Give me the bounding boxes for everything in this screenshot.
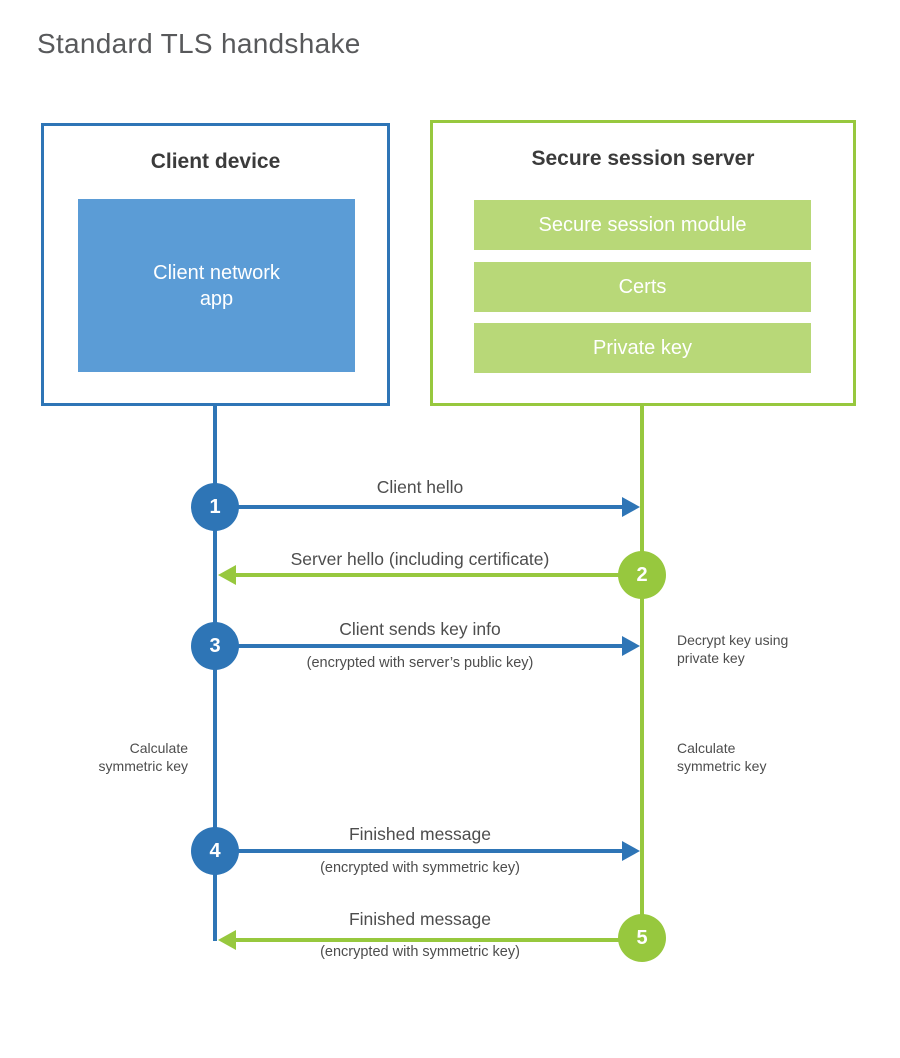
step-2-arrowhead-left-icon [218,565,236,585]
step-3-sublabel: (encrypted with server’s public key) [306,655,534,671]
step-2-circle: 2 [618,551,666,599]
step-4-arrow [217,849,622,853]
step-2-arrow [236,573,622,577]
module-secure-session: Secure session module [474,200,811,250]
page-title: Standard TLS handshake [37,28,361,59]
step-3-arrowhead-right-icon [622,636,640,656]
step-3-circle: 3 [191,622,239,670]
step-5-sublabel: (encrypted with symmetric key) [320,944,520,960]
client-device-box: Client device Client network app [41,123,390,406]
step-1-arrowhead-right-icon [622,497,640,517]
step-4-circle: 4 [191,827,239,875]
server-box: Secure session server Secure session mod… [430,120,856,406]
step-5-circle: 5 [618,914,666,962]
server-heading: Secure session server [531,147,755,170]
step-1-circle: 1 [191,483,239,531]
calculate-symmetric-key-note-client: Calculate symmetric key [98,740,188,774]
step-4-label: Finished message [348,824,492,844]
step-1-label: Client hello [376,477,464,497]
step-5-arrowhead-left-icon [218,930,236,950]
step-2-label: Server hello (including certificate) [290,549,550,569]
server-lifeline [640,404,644,938]
step-4-sublabel: (encrypted with symmetric key) [320,860,520,876]
step-4-arrowhead-right-icon [622,841,640,861]
step-3-label: Client sends key info [339,619,501,639]
client-device-heading: Client device [150,150,281,173]
client-network-app-box: Client network app [78,199,355,372]
step-5-arrow [236,938,622,942]
module-certs: Certs [474,262,811,312]
decrypt-key-note: Decrypt key using private key [677,632,789,666]
step-3-arrow [217,644,622,648]
module-private-key: Private key [474,323,811,373]
client-lifeline [213,404,217,941]
step-5-label: Finished message [348,909,492,929]
step-1-arrow [217,505,622,509]
calculate-symmetric-key-note-server: Calculate symmetric key [677,740,767,774]
